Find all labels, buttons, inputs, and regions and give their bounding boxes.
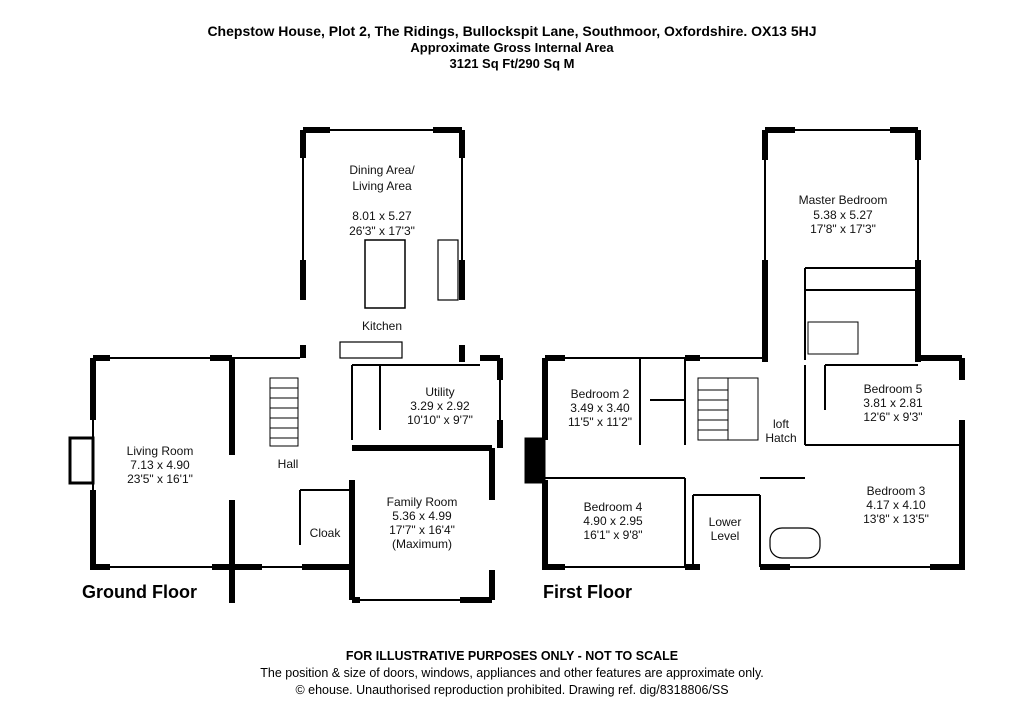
- dining-name-2: Living Area: [352, 179, 412, 193]
- area-value: 3121 Sq Ft/290 Sq M: [449, 56, 575, 71]
- master-metric: 5.38 x 5.27: [813, 208, 873, 222]
- ground-floor-plan: [68, 127, 503, 603]
- hall-name: Hall: [278, 457, 299, 471]
- living-metric: 7.13 x 4.90: [130, 458, 190, 472]
- bed4-imperial: 16'1" x 9'8": [583, 528, 642, 542]
- plan-footer: FOR ILLUSTRATIVE PURPOSES ONLY - NOT TO …: [0, 648, 1024, 699]
- property-address: Chepstow House, Plot 2, The Ridings, Bul…: [207, 23, 817, 39]
- first-walls-thin: [545, 129, 962, 568]
- living-imperial: 23'5" x 16'1": [127, 472, 193, 486]
- copyright: © ehouse. Unauthorised reproduction proh…: [295, 683, 729, 697]
- master-imperial: 17'8" x 17'3": [810, 222, 876, 236]
- utility-name: Utility: [425, 385, 454, 399]
- ground-stairs: [269, 377, 299, 447]
- plan-header: Chepstow House, Plot 2, The Ridings, Bul…: [0, 22, 1024, 72]
- dining-metric: 8.01 x 5.27: [352, 209, 412, 223]
- room-labels: Dining Area/ Living Area 8.01 x 5.27 26'…: [127, 163, 929, 551]
- ground-floor-label: Ground Floor: [82, 582, 197, 602]
- lower-name-2: Level: [711, 529, 740, 543]
- bed5-metric: 3.81 x 2.81: [863, 396, 923, 410]
- loft-name-2: Hatch: [765, 431, 796, 445]
- bed2-name: Bedroom 2: [571, 387, 630, 401]
- lower-name-1: Lower: [709, 515, 742, 529]
- bathtub: [769, 527, 821, 559]
- ground-walls-thin: [92, 129, 501, 601]
- dining-imperial: 26'3" x 17'3": [349, 224, 415, 238]
- first-walls-thick: [524, 127, 965, 570]
- cloak-name: Cloak: [310, 526, 342, 540]
- utility-metric: 3.29 x 2.92: [410, 399, 470, 413]
- living-name: Living Room: [127, 444, 194, 458]
- family-note: (Maximum): [392, 537, 452, 551]
- bed4-metric: 4.90 x 2.95: [583, 514, 643, 528]
- bed2-metric: 3.49 x 3.40: [570, 401, 630, 415]
- kitchen-name: Kitchen: [362, 319, 402, 333]
- ground-walls-thick: [68, 127, 503, 603]
- family-imperial: 17'7" x 16'4": [389, 523, 455, 537]
- family-metric: 5.36 x 4.99: [392, 509, 452, 523]
- loft-name-1: loft: [773, 417, 790, 431]
- kitchen-counter: [437, 239, 459, 301]
- shower-tray: [807, 321, 859, 355]
- first-floor-label: First Floor: [543, 582, 632, 602]
- area-title: Approximate Gross Internal Area: [410, 40, 614, 55]
- utility-imperial: 10'10" x 9'7": [407, 413, 473, 427]
- kitchen-worktop: [339, 341, 403, 359]
- kitchen-island: [364, 239, 406, 309]
- first-floor-plan: [524, 127, 965, 570]
- master-name: Master Bedroom: [799, 193, 888, 207]
- bed3-imperial: 13'8" x 13'5": [863, 512, 929, 526]
- bed5-name: Bedroom 5: [864, 382, 923, 396]
- bed4-name: Bedroom 4: [584, 500, 643, 514]
- first-stairs: [697, 377, 759, 441]
- features-note: The position & size of doors, windows, a…: [260, 666, 764, 680]
- bed3-name: Bedroom 3: [867, 484, 926, 498]
- disclaimer: FOR ILLUSTRATIVE PURPOSES ONLY - NOT TO …: [345, 649, 679, 663]
- bed5-imperial: 12'6" x 9'3": [863, 410, 922, 424]
- dining-name-1: Dining Area/: [349, 163, 415, 177]
- bed3-metric: 4.17 x 4.10: [866, 498, 926, 512]
- bed2-imperial: 11'5" x 11'2": [568, 415, 632, 429]
- family-name: Family Room: [387, 495, 458, 509]
